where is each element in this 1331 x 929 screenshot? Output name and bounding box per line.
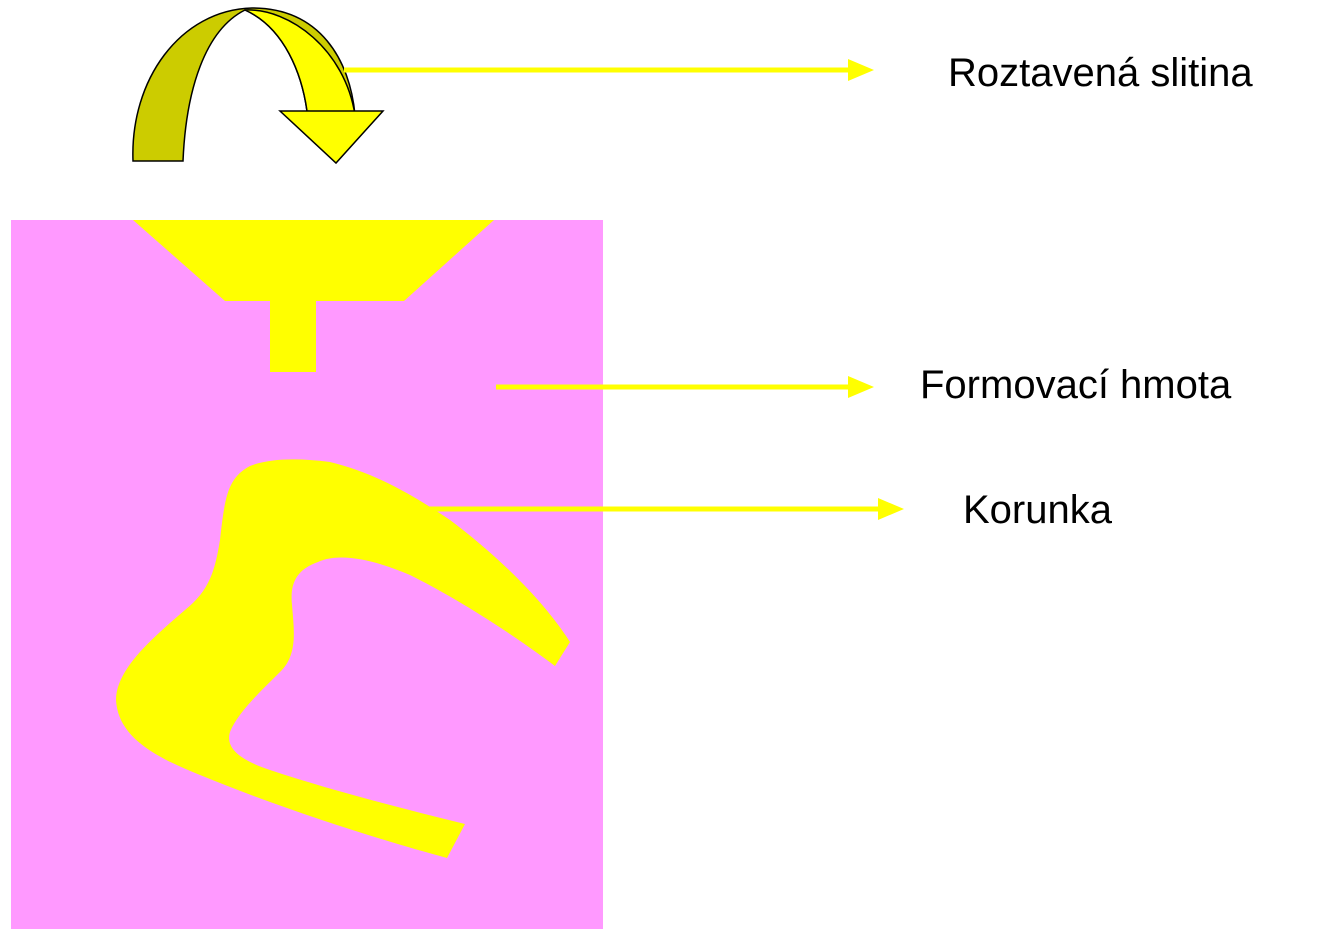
pointer-crown-head-icon [878,498,904,520]
sprue-funnel [133,220,494,301]
label-molten-alloy: Roztavená slitina [948,51,1253,95]
sprue-channel [270,300,316,372]
pointer-crown [412,498,904,520]
label-investment-material: Formovací hmota [920,363,1232,407]
pouring-arrow-head [278,110,385,165]
label-crown: Korunka [963,488,1112,532]
pointer-alloy-head-icon [848,59,874,81]
crown-cavity [116,459,570,858]
pouring-arrow-icon [132,7,385,165]
pointer-investment [496,376,874,398]
pointer-alloy [344,59,874,81]
pointer-investment-head-icon [848,376,874,398]
